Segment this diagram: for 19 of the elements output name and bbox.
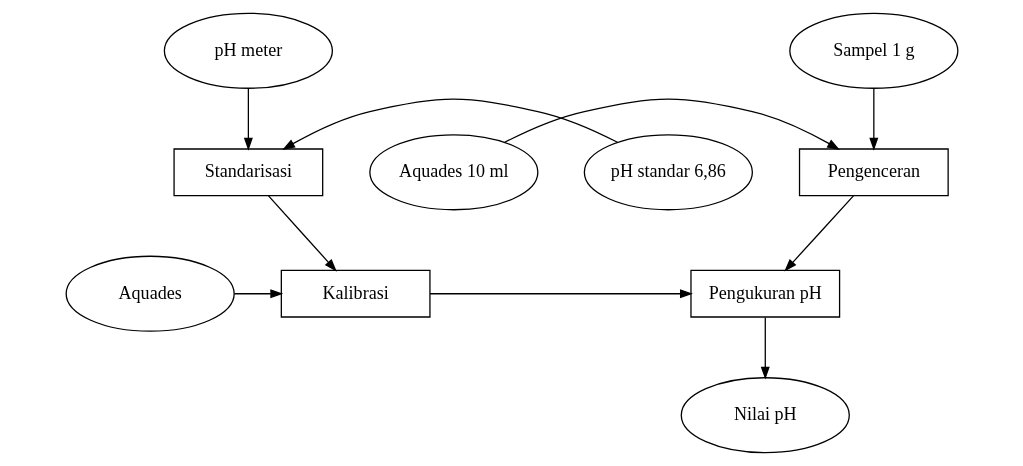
- arrow: [503, 98, 840, 150]
- arrow: [243, 87, 253, 151]
- node-ellipse: Sampel 1 g: [788, 12, 958, 89]
- node-box: Standarisasi: [172, 148, 323, 197]
- node-box: Pengukuran pH: [689, 269, 840, 318]
- node-box: Pengenceran: [798, 148, 949, 197]
- arrow: [233, 289, 283, 299]
- arrow: [267, 195, 337, 272]
- arrow: [783, 195, 854, 272]
- node-box: Kalibrasi: [280, 269, 431, 318]
- node-ellipse: Nilai pH: [680, 377, 850, 454]
- arrow: [868, 87, 878, 151]
- node-ellipse: Aquades: [65, 255, 235, 332]
- node-ellipse: pH meter: [163, 12, 333, 89]
- arrow: [760, 316, 770, 380]
- node-ellipse: Aquades 10 ml: [368, 134, 538, 211]
- node-ellipse: pH standar 6,86: [583, 134, 753, 211]
- arrow: [428, 289, 693, 299]
- arrow: [281, 98, 618, 150]
